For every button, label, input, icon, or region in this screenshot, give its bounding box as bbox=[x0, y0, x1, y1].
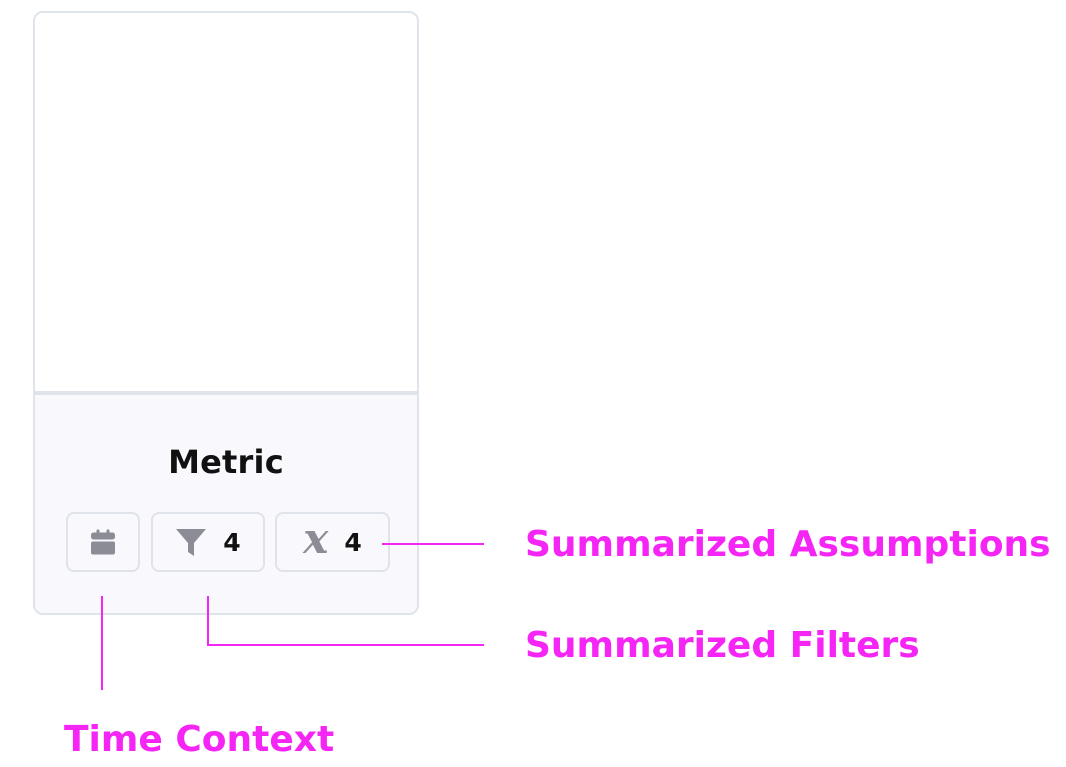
filters-callout-label: Summarized Filters bbox=[525, 625, 920, 666]
filters-callout-line-vertical bbox=[207, 596, 209, 646]
card-title: Metric bbox=[168, 443, 284, 481]
metric-card[interactable]: Metric 4 x 4 bbox=[33, 11, 419, 615]
assumptions-callout-label: Summarized Assumptions bbox=[525, 524, 1051, 565]
card-preview-area bbox=[35, 13, 417, 391]
assumptions-callout-line bbox=[382, 543, 484, 545]
filters-callout-line-horizontal bbox=[207, 644, 484, 646]
card-divider bbox=[35, 391, 417, 395]
variable-x-icon: x bbox=[303, 514, 329, 563]
time-context-callout-label: Time Context bbox=[64, 719, 335, 760]
card-footer: Metric 4 x 4 bbox=[35, 395, 417, 613]
filters-chip[interactable]: 4 bbox=[151, 512, 265, 572]
calendar-icon bbox=[90, 529, 116, 555]
time-context-callout-line bbox=[101, 596, 103, 690]
filters-count: 4 bbox=[223, 527, 241, 557]
time-context-chip[interactable] bbox=[66, 512, 140, 572]
filter-icon bbox=[175, 526, 207, 558]
assumptions-chip[interactable]: x 4 bbox=[275, 512, 390, 572]
assumptions-count: 4 bbox=[344, 527, 362, 557]
